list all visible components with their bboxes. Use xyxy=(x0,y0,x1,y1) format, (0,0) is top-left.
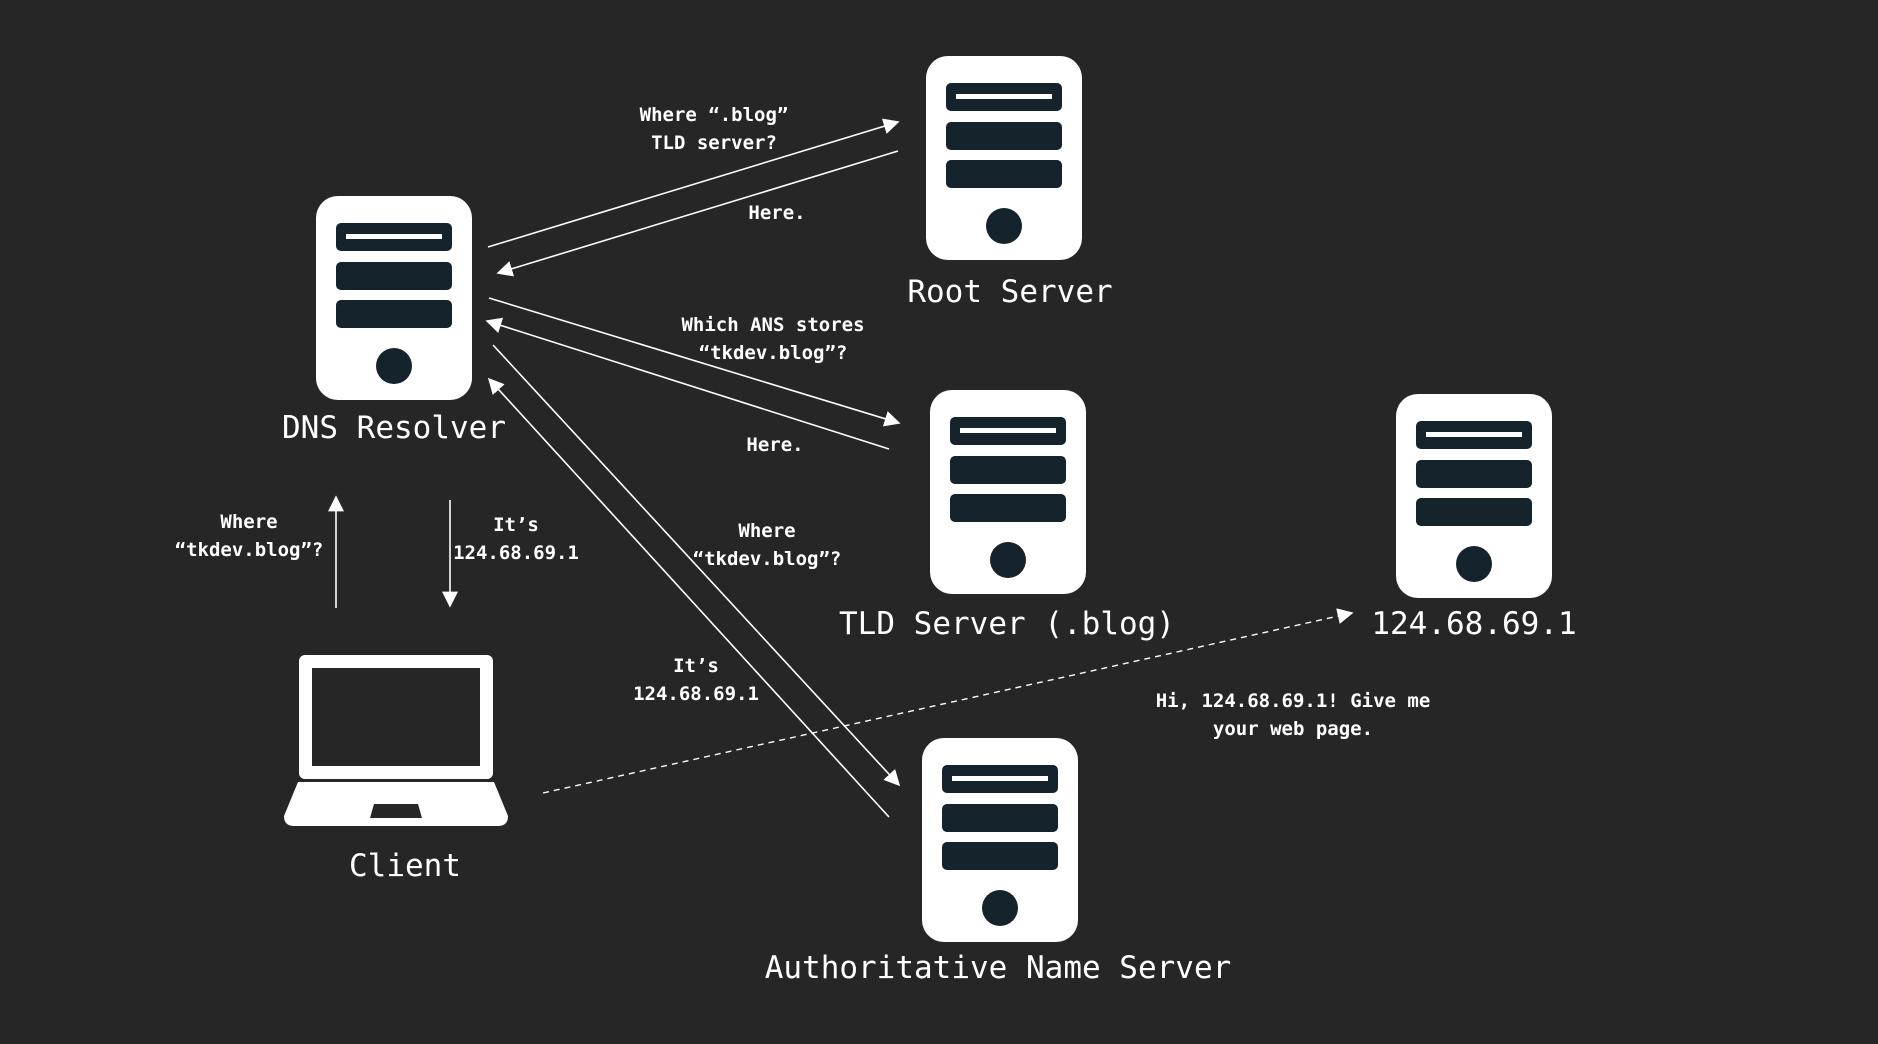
tld-server-icon xyxy=(930,390,1086,594)
arrow-root-to-resolver xyxy=(496,150,899,277)
dns-resolver-label: DNS Resolver xyxy=(282,410,506,446)
arrow-tld-to-resolver xyxy=(485,317,890,450)
message-tld-to-resolver: Here. xyxy=(746,434,804,456)
tld-server-label: TLD Server (.blog) xyxy=(839,606,1175,642)
message-client-to-web: Hi, 124.68.69.1! Give me your web page. xyxy=(1155,690,1431,740)
message-ans-to-resolver: It’s 124.68.69.1 xyxy=(633,655,759,705)
client-label: Client xyxy=(349,848,461,884)
message-resolver-to-ans: Where “tkdev.blog”? xyxy=(692,520,842,570)
arrow-resolver-to-ans xyxy=(492,344,901,787)
dns-resolver-server-icon xyxy=(316,196,472,400)
arrow-resolver-to-tld xyxy=(488,297,901,427)
laptop-icon xyxy=(284,655,508,826)
message-client-to-resolver: Where “tkdev.blog”? xyxy=(174,511,324,561)
arrow-ans-to-resolver xyxy=(487,377,890,818)
authoritative-server-icon xyxy=(922,738,1078,942)
message-resolver-to-tld: Which ANS stores “tkdev.blog”? xyxy=(681,314,865,364)
message-root-to-resolver: Here. xyxy=(748,202,806,224)
arrow-resolver-to-root xyxy=(487,118,900,248)
message-resolver-to-root: Where “.blog” TLD server? xyxy=(639,104,789,154)
authoritative-server-label: Authoritative Name Server xyxy=(764,950,1232,986)
web-server-icon xyxy=(1396,394,1552,598)
root-server-label: Root Server xyxy=(907,274,1113,310)
root-server-icon xyxy=(926,56,1082,260)
message-resolver-to-client: It’s 124.68.69.1 xyxy=(453,514,579,564)
web-server-label: 124.68.69.1 xyxy=(1371,606,1577,642)
